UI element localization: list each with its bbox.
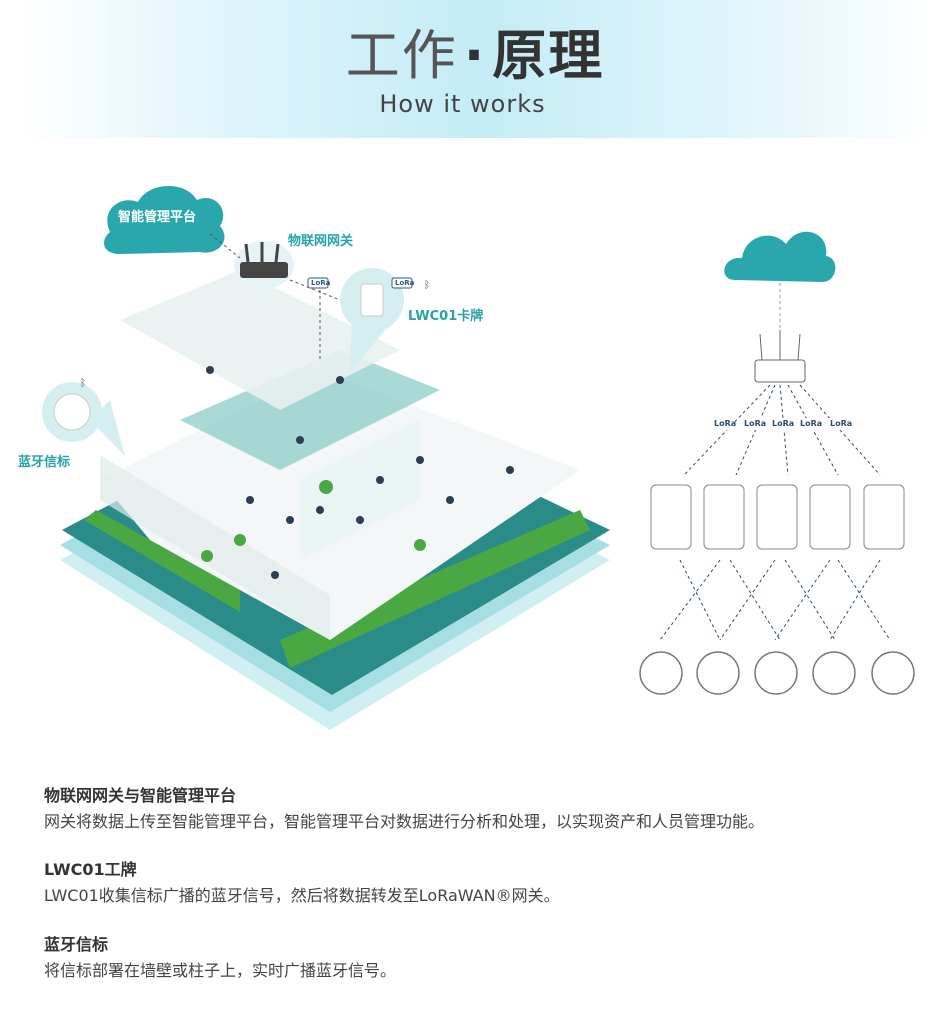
gateway-label: 物联网网关	[288, 234, 354, 249]
section-heading: 物联网网关与智能管理平台	[44, 786, 237, 805]
trees	[201, 480, 426, 562]
beacon-label: 蓝牙信标	[18, 455, 71, 470]
topology-router	[754, 359, 806, 383]
cloud-gateway-link	[209, 233, 241, 259]
topology-cards	[650, 484, 905, 550]
upper-floor	[120, 270, 400, 410]
bluetooth-links	[659, 559, 891, 641]
section-gateway-platform: 物联网网关与智能管理平台 网关将数据上传至智能管理平台，智能管理平台对数据进行分…	[44, 784, 924, 836]
title-light: 工作	[345, 24, 458, 87]
cloud-label: 智能管理平台	[118, 210, 197, 225]
hedge-right	[280, 510, 590, 668]
section-lwc01: LWC01工牌 LWC01收集信标广播的蓝牙信号，然后将数据转发至LoRaWAN…	[44, 858, 924, 910]
floor-teal-strip	[180, 350, 440, 470]
cloud-shape	[104, 185, 225, 254]
topology-beacons	[639, 651, 915, 695]
gateway-device	[240, 262, 288, 278]
lora-badge: LoRa	[395, 279, 415, 287]
card-bubble-tail	[350, 320, 392, 372]
card-label: LWC01卡牌	[408, 309, 484, 324]
lora-badge: LoRa	[800, 419, 823, 428]
bluetooth-icon: ᛒ	[424, 280, 430, 291]
title-bold: 原理	[492, 24, 605, 87]
people	[206, 366, 514, 579]
lora-badge: LoRa	[830, 419, 853, 428]
section-beacon: 蓝牙信标 将信标部署在墙壁或柱子上，实时广播蓝牙信号。	[44, 933, 924, 985]
lora-badge: LoRa	[714, 419, 737, 428]
topology-cloud	[724, 231, 836, 282]
lora-badge: LoRa	[772, 419, 795, 428]
lora-badge: LoRa	[744, 419, 767, 428]
lora-badges	[711, 418, 851, 430]
section-heading: 蓝牙信标	[44, 935, 109, 954]
hedge-left	[84, 510, 240, 612]
header-banner	[20, 0, 938, 138]
gateway-card-link	[289, 279, 341, 301]
section-heading: LWC01工牌	[44, 860, 137, 879]
card-device	[360, 283, 384, 317]
beacon-device	[53, 393, 91, 431]
office-illustration: ᛒ ᛒ	[42, 185, 610, 730]
section-text: 将信标部署在墙壁或柱子上，实时广播蓝牙信号。	[44, 961, 397, 980]
section-text: 网关将数据上传至智能管理平台，智能管理平台对数据进行分析和处理，以实现资产和人员…	[44, 812, 765, 831]
network-topology	[639, 231, 915, 695]
wall-left	[100, 455, 330, 640]
page-subtitle: How it works	[379, 90, 546, 118]
bluetooth-icon: ᛒ	[80, 378, 86, 389]
lora-badge: LoRa	[311, 279, 331, 287]
page-title: 工作·原理	[0, 24, 950, 88]
wall-glass	[300, 420, 420, 560]
title-dot: ·	[463, 24, 487, 87]
section-text: LWC01收集信标广播的蓝牙信号，然后将数据转发至LoRaWAN®网关。	[44, 886, 560, 905]
